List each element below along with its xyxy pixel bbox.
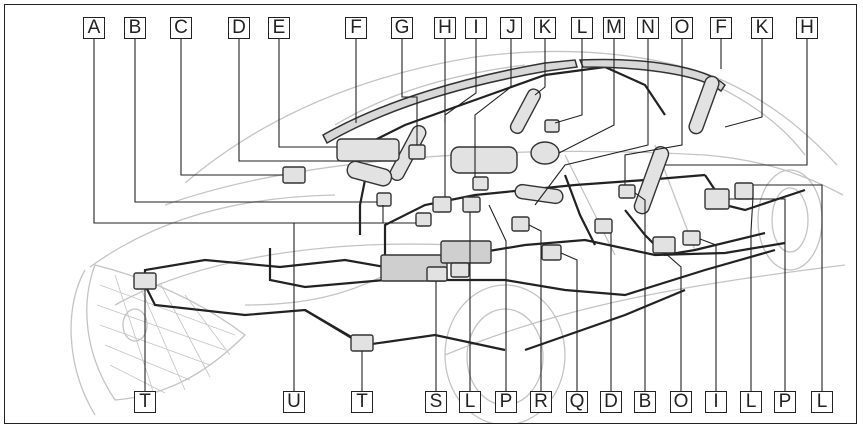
car-illustration [71,51,845,424]
components [134,74,753,351]
callout-label-top: H [434,17,456,39]
callout-label-bottom: P [774,391,796,413]
callout-label-top: K [534,17,556,39]
callout-label-top: N [637,17,659,39]
callout-label-bottom: T [351,391,373,413]
leader-O2 [665,253,681,391]
sensor-center [473,177,488,190]
diagram-frame: A B C D E F G H I J K L M N O F K H T U … [4,4,857,424]
leader-K2 [725,39,762,127]
sensor-t-front [134,273,156,289]
sensor-m [545,120,559,132]
callout-label-bottom: L [811,391,833,413]
sensor-l-left [463,197,480,212]
callout-label-top: O [671,17,693,39]
callout-label-top: A [83,17,105,39]
sill-harness [525,290,685,350]
sensor-q [542,245,561,260]
sensor-u [416,213,431,226]
car-hood-outline [90,195,335,267]
callout-label-bottom: P [495,391,517,413]
sensor-c [283,167,305,183]
side-airbag-rear-right [687,74,721,135]
sensor-s [427,267,447,281]
callout-label-bottom: O [670,391,692,413]
callout-label-top: F [710,17,732,39]
sensor-r [512,217,529,231]
callout-label-bottom: L [459,391,481,413]
callout-label-top: F [345,17,367,39]
callout-label-top: G [391,17,413,39]
leader-R [529,225,541,391]
sensor-b-right [619,185,635,198]
knee-airbag-driver [345,160,393,188]
sensor-g [409,145,425,159]
leader-P1 [489,205,506,391]
callout-label-top: I [465,17,487,39]
sensor-p-right [705,189,729,209]
rear-window [665,65,805,155]
sensor-p-lower [451,263,469,277]
sensor-t-hood [351,335,373,351]
callout-label-bottom: B [634,391,656,413]
leader-P2 [729,199,785,391]
ecu-module [441,241,491,263]
car-airbag-diagram [5,5,857,424]
sensor-i-right [683,231,700,245]
callout-label-bottom: T [134,391,156,413]
callout-label-bottom: D [600,391,622,413]
leader-H2 [665,39,807,165]
leader-L4 [753,185,822,391]
callout-label-bottom: I [705,391,727,413]
sensor-a [377,193,391,206]
leader-U [294,223,416,391]
callout-label-bottom: R [530,391,552,413]
callout-label-top: L [571,17,593,39]
leader-lines-bottom [145,185,822,391]
leader-M [559,39,614,153]
passenger-airbag [337,139,399,161]
callout-label-top: D [228,17,250,39]
callout-label-top: J [500,17,522,39]
car-front-bumper [71,270,95,415]
leader-E [279,39,337,147]
grille-pattern [97,275,235,397]
leader-B [135,39,377,202]
callout-label-top: M [603,17,625,39]
callout-label-bottom: S [425,391,447,413]
callout-label-bottom: L [740,391,762,413]
leader-I2 [700,239,716,391]
callout-label-bottom: Q [566,391,588,413]
callout-label-bottom: U [283,391,305,413]
callout-label-top: C [170,17,192,39]
leader-C [181,39,283,175]
sensor-l-right [735,183,753,199]
headlight [245,275,385,305]
front-grille [87,265,245,400]
sensor-d-right [595,219,612,233]
rear-wheel-rim [772,188,808,252]
curtain-airbag-front [323,60,577,143]
leader-D [239,39,339,161]
side-airbag-rear-left [508,87,542,135]
seat-cushion-airbag [451,147,517,173]
lower-harness [445,250,775,295]
callout-label-top: K [751,17,773,39]
callout-label-top: H [796,17,818,39]
callout-label-top: B [124,17,146,39]
leader-L3 [751,197,753,391]
sensor-i-left [433,197,451,212]
callout-label-top: E [268,17,290,39]
sensor-o [653,237,675,253]
steering-pad [531,142,559,164]
front-lower-harness [305,310,505,350]
